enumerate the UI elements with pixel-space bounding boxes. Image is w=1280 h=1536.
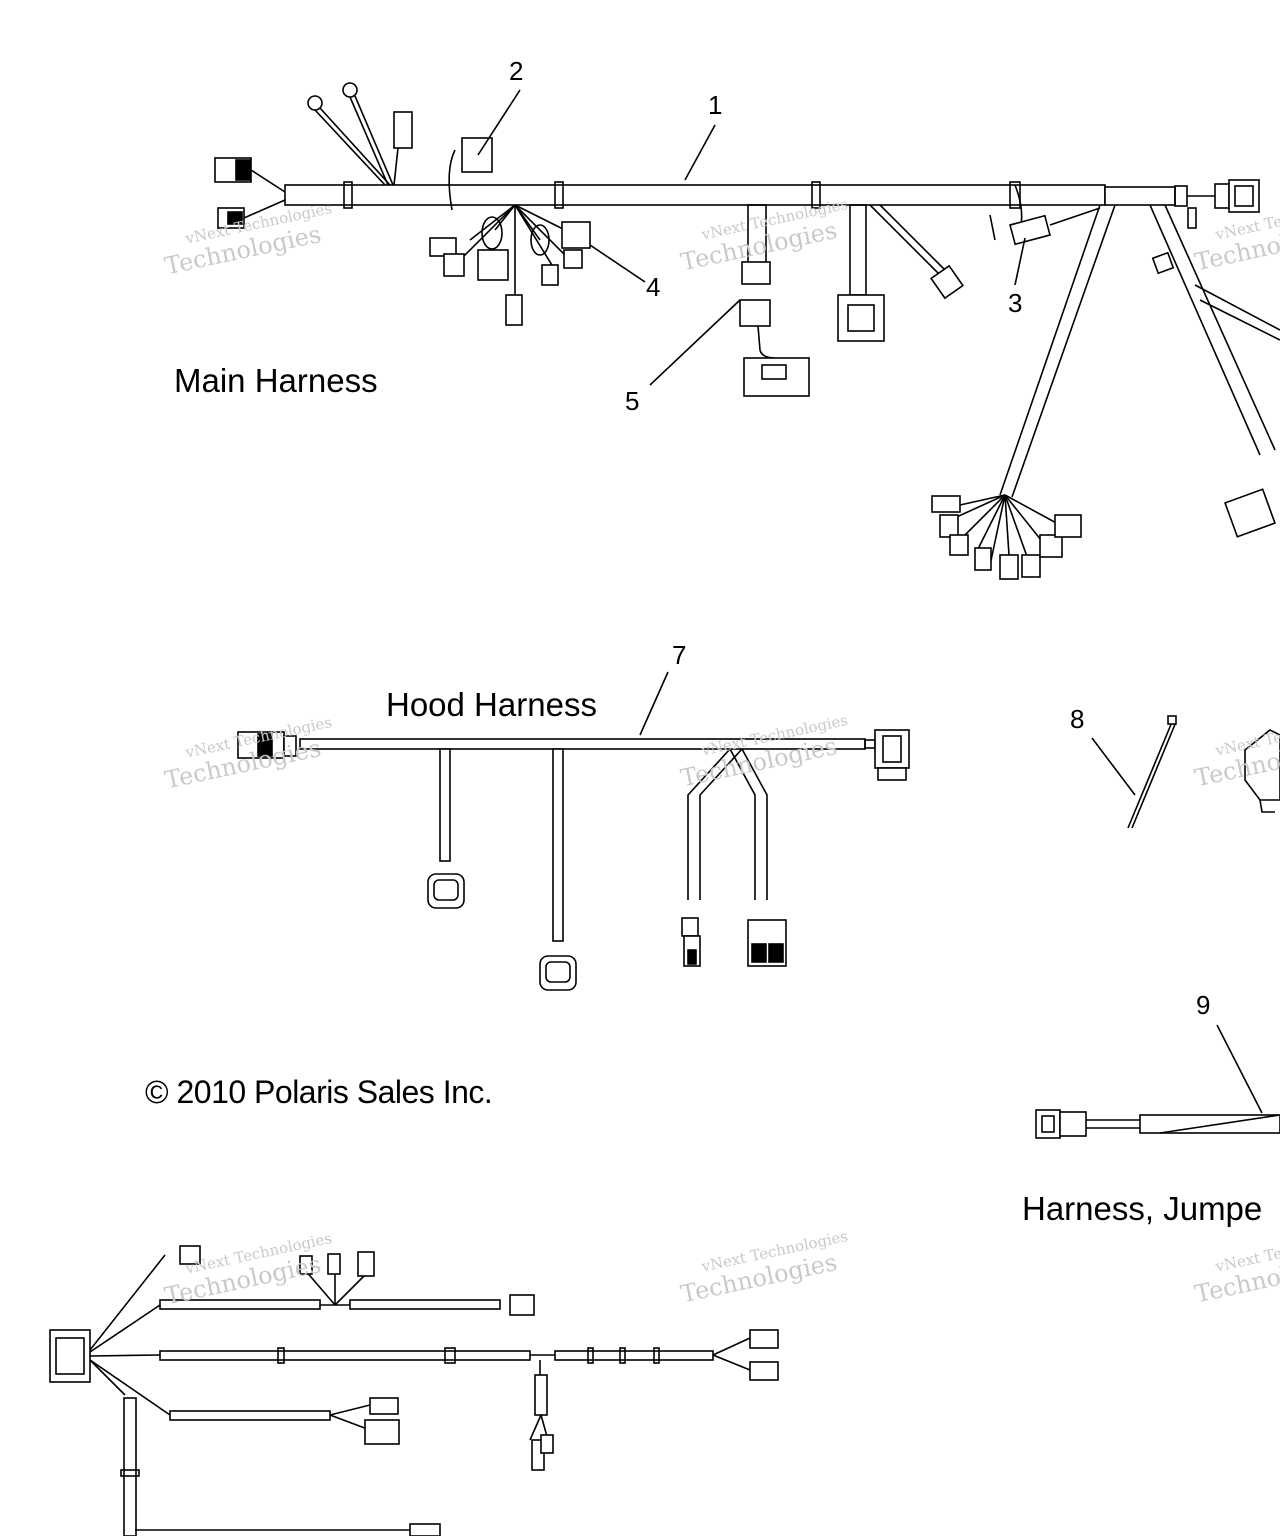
hood-drop-connector-2-icon xyxy=(539,955,577,991)
jumper-harness-title: Harness, Jumpe xyxy=(1022,1190,1263,1227)
hood-drop-connector-1-icon xyxy=(427,873,465,909)
hood-right-connector-icon xyxy=(864,729,910,781)
main-left-connectors-icon xyxy=(214,157,286,229)
hood-harness-title: Hood Harness xyxy=(386,686,597,723)
main-center-drops-icon xyxy=(739,204,965,397)
bottom-main-connector-icon xyxy=(49,1329,91,1383)
main-harness-title: Main Harness xyxy=(174,362,378,399)
hood-fork-connector-2-icon xyxy=(747,919,787,967)
hood-fork-connector-1-icon xyxy=(681,917,701,967)
part-9-jumper xyxy=(1035,1024,1280,1139)
main-harness xyxy=(214,82,1280,580)
jumper-connector-icon xyxy=(1035,1109,1087,1139)
hood-left-connector-icon xyxy=(237,731,297,759)
hood-leader-line xyxy=(639,671,669,736)
callout-2: 2 xyxy=(509,56,524,86)
copyright-text: © 2010 Polaris Sales Inc. xyxy=(145,1074,493,1110)
callout-9: 9 xyxy=(1196,990,1211,1020)
main-right-branches-icon xyxy=(931,204,1280,580)
main-connector-3-icon xyxy=(989,184,1101,246)
main-lower-breakout-icon xyxy=(429,204,591,326)
hood-harness xyxy=(237,671,910,991)
main-right-connector-icon xyxy=(1174,179,1260,213)
callout-8: 8 xyxy=(1070,704,1085,734)
callout-5: 5 xyxy=(625,386,640,416)
callout-4: 4 xyxy=(646,272,661,302)
callout-3: 3 xyxy=(1008,288,1023,318)
callout-1: 1 xyxy=(708,90,723,120)
main-leader-lines xyxy=(477,89,1026,386)
part-8-connector-icon xyxy=(1244,729,1280,813)
part-8 xyxy=(1091,715,1280,829)
bottom-harness xyxy=(49,1245,779,1536)
ring-terminal-icons xyxy=(307,82,493,211)
callout-7: 7 xyxy=(672,640,687,670)
